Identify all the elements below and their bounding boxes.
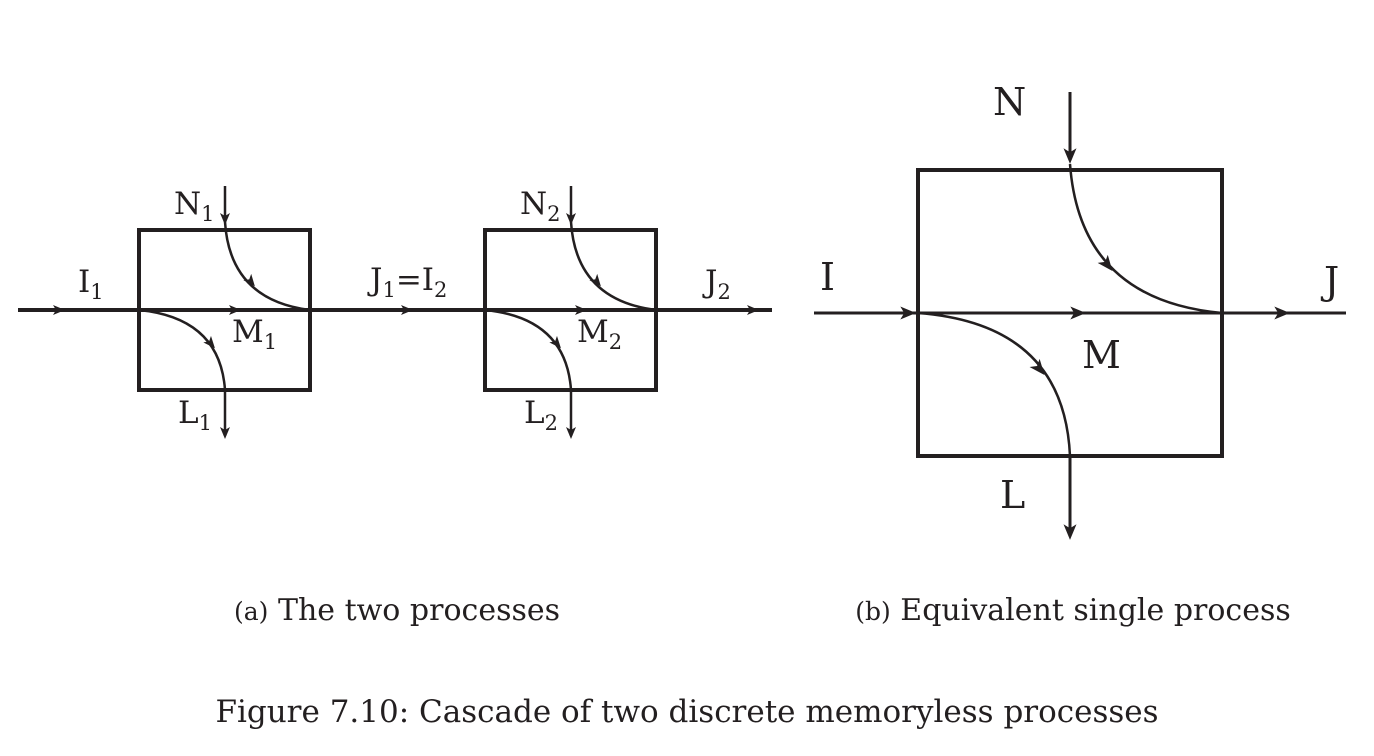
panel-b: N I J M L (b) Equivalent single process — [814, 80, 1346, 628]
label-n: N — [993, 80, 1026, 124]
process-1-bottom-curve — [138, 308, 227, 391]
top-curve-b — [1068, 163, 1223, 315]
label-n1: N1 — [174, 186, 215, 226]
process-2-bottom-curve — [484, 308, 573, 391]
label-j2: J2 — [702, 264, 731, 304]
process-1-block — [137, 186, 312, 439]
caption-a: (a) The two processes — [234, 593, 560, 628]
figure-caption: Figure 7.10: Cascade of two discrete mem… — [215, 694, 1158, 730]
bottom-curve-b — [917, 311, 1072, 457]
panel-a: I1 N1 M1 L1 J1=I2 N2 M2 L2 J2 (a) The tw… — [18, 186, 772, 628]
label-n2: N2 — [520, 186, 561, 226]
label-l2: L2 — [524, 395, 558, 435]
label-j: J — [1320, 259, 1339, 303]
process-1-top-curve — [223, 221, 311, 312]
caption-b: (b) Equivalent single process — [855, 593, 1291, 628]
process-2-block — [483, 186, 658, 439]
label-m: M — [1082, 333, 1121, 377]
label-j1-equals-i2: J1=I2 — [367, 262, 447, 302]
process-2-top-curve — [569, 221, 657, 312]
label-m1: M1 — [232, 314, 277, 354]
label-i1: I1 — [78, 264, 104, 304]
label-i: I — [820, 255, 835, 299]
label-l1: L1 — [178, 395, 212, 435]
label-l: L — [1000, 473, 1025, 517]
label-m2: M2 — [577, 314, 622, 354]
